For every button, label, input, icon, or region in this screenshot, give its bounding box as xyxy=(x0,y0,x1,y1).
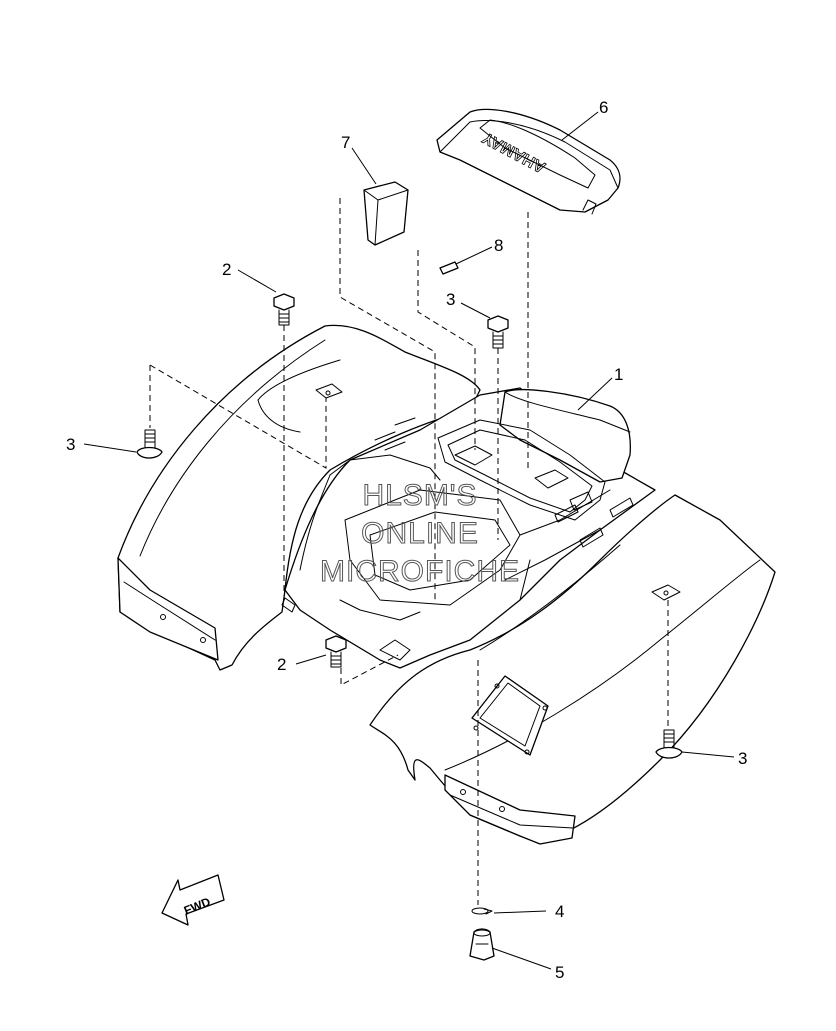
watermark-line-1: HLSM'S xyxy=(362,479,477,512)
callout-3-top: 3 xyxy=(446,290,455,309)
callout-1: 1 xyxy=(614,365,623,384)
watermark-line-3: MICROFICHE xyxy=(320,555,520,588)
callout-3-right: 3 xyxy=(738,749,747,768)
rear-fender xyxy=(117,324,776,845)
fwd-arrow: FWD xyxy=(161,874,225,926)
callout-8: 8 xyxy=(494,236,503,255)
bolt-3a xyxy=(487,315,509,349)
callout-7: 7 xyxy=(341,133,350,152)
bolt-2b xyxy=(325,635,347,668)
seat-pad: YAMAHA xyxy=(436,108,621,215)
callout-2-bottom: 2 xyxy=(277,655,286,674)
callout-4: 4 xyxy=(555,902,564,921)
callout-6: 6 xyxy=(599,98,608,117)
callout-5: 5 xyxy=(555,963,564,982)
callout-2-top: 2 xyxy=(222,260,231,279)
bolt-3b xyxy=(136,429,163,459)
clip-part xyxy=(471,907,493,915)
assembly-lines xyxy=(149,198,669,905)
grommet-part xyxy=(469,928,495,961)
block-part xyxy=(363,181,409,246)
callout-labels: 1 2 2 3 3 3 4 5 6 7 8 xyxy=(66,98,747,982)
bolt-3c xyxy=(655,729,683,759)
leader-lines xyxy=(83,111,735,970)
watermark-line-2: ONLINE xyxy=(361,517,479,550)
watermark: HLSM'S ONLINE MICROFICHE xyxy=(320,479,520,589)
callout-3-left: 3 xyxy=(66,435,75,454)
bolt-2a xyxy=(273,293,295,326)
pin-part xyxy=(439,261,459,275)
